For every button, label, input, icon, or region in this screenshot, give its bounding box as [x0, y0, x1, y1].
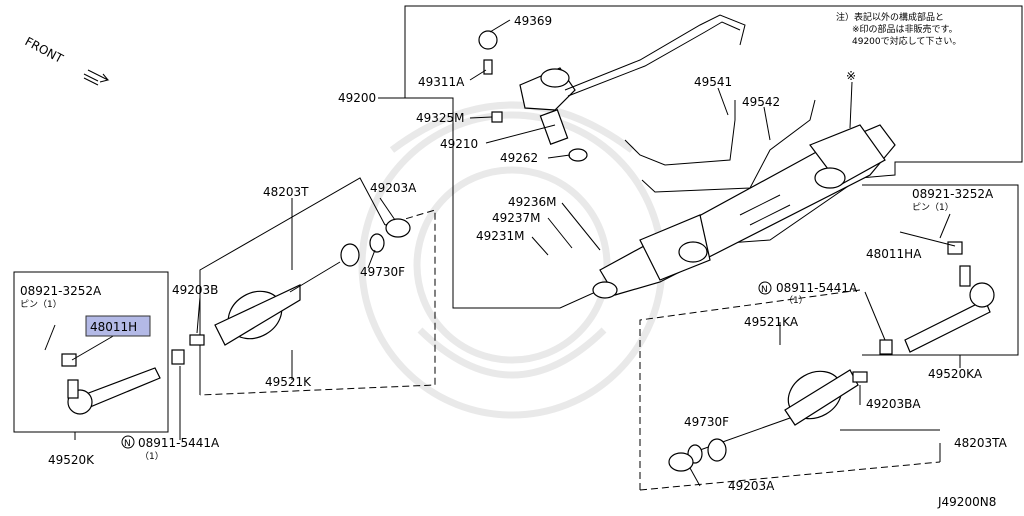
label-49521KA: 49521KA — [744, 315, 799, 329]
rack-assembly-outline — [378, 5, 1023, 309]
plate-49203A-top — [385, 218, 411, 238]
label-49325M: 49325M — [416, 111, 465, 125]
ring-49730F-left — [369, 233, 385, 253]
label-49237M: 49237M — [492, 211, 541, 225]
clamp-49203B — [189, 334, 205, 346]
note-line-1: 注）表記以外の構成部品と — [836, 11, 944, 23]
right-tie-rod-end-box — [862, 184, 1019, 356]
label-49262: 49262 — [500, 151, 538, 165]
label-49730F-left: 49730F — [360, 265, 405, 279]
part-labels: 49369 49311A 49200 49325M 49210 49262 49… — [20, 14, 1008, 509]
label-49231M: 49231M — [476, 229, 525, 243]
label-49236M: 49236M — [508, 195, 557, 209]
label-49520K: 49520K — [48, 453, 95, 467]
front-label: FRONT — [23, 34, 66, 66]
label-nut-right-qty: （1） — [784, 295, 808, 306]
nut-08911-right — [879, 339, 893, 355]
n-symbol-right — [758, 281, 772, 295]
note-block: 注）表記以外の構成部品と ※印の部品は非販売です。 49200で対応して下さい。 — [836, 11, 961, 47]
label-49203A-bottom: 49203A — [728, 479, 775, 493]
label-49203B: 49203B — [172, 283, 218, 297]
leader-lines — [74, 19, 961, 487]
label-08921-left: 08921-3252A — [20, 284, 102, 298]
label-49730F-right: 49730F — [684, 415, 729, 429]
hydraulic-lines — [624, 87, 816, 193]
seal-49325M — [491, 111, 503, 123]
nut-08911-left — [171, 349, 185, 365]
steering-rack-body: ※ — [592, 69, 896, 299]
asterisk-mark: ※ — [846, 69, 856, 83]
front-arrow-icon — [87, 69, 110, 83]
note-line-2: ※印の部品は非販売です。 — [852, 23, 958, 35]
label-48011HA: 48011HA — [866, 247, 922, 261]
label-49203BA: 49203BA — [866, 397, 921, 411]
nut-48011HA — [947, 241, 963, 255]
cap-49369 — [478, 30, 498, 50]
drawing-code: J49200N8 — [937, 495, 996, 509]
n-symbol-left — [121, 435, 135, 449]
label-nut-left-qty: （1） — [140, 451, 164, 462]
label-08921-right: 08921-3252A — [912, 187, 994, 201]
label-nut-left: 08911-5441A — [138, 436, 220, 450]
highlight-48011H[interactable] — [85, 315, 151, 337]
note-line-3: 49200で対応して下さい。 — [852, 35, 961, 47]
front-indicator: FRONT — [23, 34, 110, 86]
label-49520KA: 49520KA — [928, 367, 983, 381]
label-nut-right: 08911-5441A — [776, 281, 858, 295]
label-48203TA: 48203TA — [954, 436, 1008, 450]
label-49203A-top: 49203A — [370, 181, 417, 195]
label-49542: 49542 — [742, 95, 780, 109]
clamp-49203BA — [852, 371, 868, 383]
label-pin-left: ピン（1） — [20, 299, 62, 310]
left-tie-rod-end-box — [13, 271, 169, 433]
label-49200: 49200 — [338, 91, 376, 105]
label-49541: 49541 — [694, 75, 732, 89]
plate-49203A-bottom — [668, 452, 694, 472]
pinion-valve — [478, 14, 746, 162]
right-tie-rod-group — [639, 289, 941, 491]
label-49369: 49369 — [514, 14, 552, 28]
left-tie-rod-group — [171, 177, 436, 396]
label-49311A: 49311A — [418, 75, 465, 89]
label-49210: 49210 — [440, 137, 478, 151]
label-49521K: 49521K — [265, 375, 312, 389]
label-pin-right: ピン（1） — [912, 202, 954, 213]
label-48011H[interactable]: 48011H — [90, 320, 137, 334]
bolt-49311A — [483, 59, 493, 75]
label-48203T: 48203T — [263, 185, 309, 199]
n-letter-left: N — [124, 439, 131, 449]
n-letter-right: N — [761, 285, 768, 295]
seal-49262 — [568, 148, 588, 162]
nut-48011H — [61, 353, 77, 367]
